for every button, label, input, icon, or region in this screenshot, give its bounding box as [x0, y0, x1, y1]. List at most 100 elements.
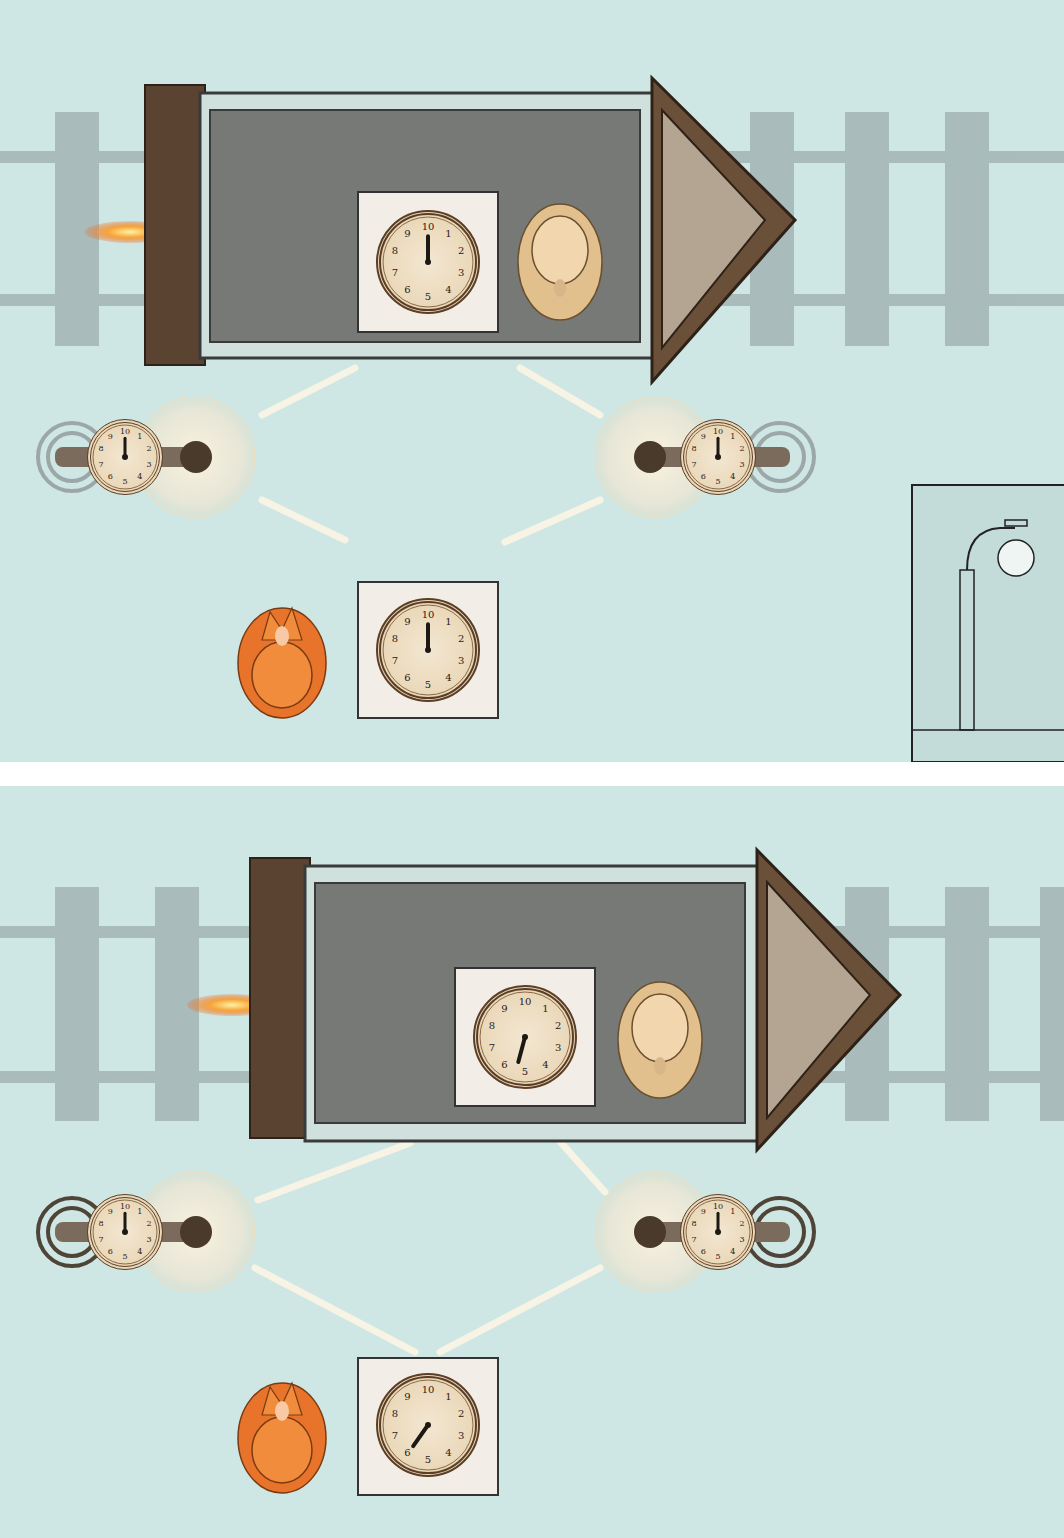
clock-pivot [122, 1229, 128, 1235]
train-floor [210, 110, 640, 342]
clock-pivot [715, 454, 721, 460]
clock-numeral: 5 [522, 1067, 528, 1077]
clock-numeral: 2 [739, 445, 744, 453]
light-beams [255, 1108, 605, 1352]
train-frame [200, 93, 655, 358]
light-beam [505, 500, 600, 542]
train-nose [652, 78, 795, 382]
observer-head [252, 642, 312, 708]
train [85, 78, 795, 382]
clock-face: 10123456789 [376, 1373, 480, 1477]
clock-numeral: 9 [701, 433, 706, 441]
clock-pivot [522, 1034, 528, 1040]
observer-shoulders [238, 1383, 326, 1493]
observer-shoulders [238, 608, 326, 718]
clock-numeral: 4 [445, 673, 451, 683]
clock-numeral: 9 [108, 1208, 113, 1216]
clock-numeral: 10 [713, 428, 723, 436]
clock-numeral: 5 [425, 292, 431, 302]
clock-numeral: 9 [404, 229, 410, 239]
clock-numeral: 3 [458, 268, 464, 278]
clock-numeral: 5 [122, 1253, 127, 1261]
clock-numeral: 8 [99, 1220, 104, 1228]
passenger-nose [554, 279, 566, 297]
clock-numeral: 7 [489, 1043, 495, 1053]
sleeper [945, 887, 989, 1121]
clock-numeral: 7 [392, 268, 398, 278]
clock-numeral: 2 [739, 1220, 744, 1228]
clock-hand [426, 624, 430, 650]
clock-rim [93, 425, 157, 489]
clock-numeral: 3 [146, 461, 151, 469]
passenger [518, 204, 602, 320]
clock-face: 10123456789 [376, 598, 480, 702]
clock-numeral: 4 [137, 1248, 142, 1256]
clock-rim [480, 992, 570, 1082]
clock-numeral: 9 [108, 433, 113, 441]
clock-numeral: 8 [692, 445, 697, 453]
mount-knob [180, 441, 212, 473]
clock-numeral: 6 [701, 1248, 706, 1256]
clock-numeral: 9 [404, 1392, 410, 1402]
sleeper [945, 112, 989, 346]
clock-numeral: 9 [701, 1208, 706, 1216]
clock-plate [455, 968, 595, 1106]
train-nose-face [767, 882, 870, 1118]
clock-face: 10123456789 [473, 985, 577, 1089]
inset-lamp [912, 485, 1064, 762]
clock-rim [383, 217, 473, 307]
clock-numeral: 2 [458, 246, 464, 256]
light-beam [262, 368, 355, 415]
clock-plate [358, 192, 498, 332]
clock-numeral: 10 [519, 997, 532, 1007]
clock-numeral: 2 [146, 1220, 151, 1228]
ground [0, 786, 1064, 1538]
clock-face: 10123456789 [680, 1194, 756, 1270]
clock-face: 10123456789 [87, 1194, 163, 1270]
clock-rim [383, 1380, 473, 1470]
clock-numeral: 2 [458, 634, 464, 644]
clock-rim [383, 605, 473, 695]
clock-numeral: 1 [445, 1392, 451, 1402]
clock-hand [518, 1037, 525, 1062]
clock-face: 10123456789 [87, 419, 163, 495]
clock-numeral: 1 [445, 229, 451, 239]
train [187, 850, 900, 1150]
passenger-shoulders [618, 982, 702, 1098]
clock-numeral: 6 [404, 673, 410, 683]
clock-numeral: 3 [458, 656, 464, 666]
light-beam [520, 368, 600, 415]
clock-numeral: 8 [692, 1220, 697, 1228]
clock-numeral: 6 [404, 1448, 410, 1458]
light-beam [258, 1143, 410, 1200]
clock-numeral: 4 [730, 473, 735, 481]
clock-numeral: 3 [739, 1236, 744, 1244]
clock-numeral: 1 [445, 617, 451, 627]
light-beam [255, 1268, 415, 1352]
clock-numeral: 10 [713, 1203, 723, 1211]
sleeper [1040, 887, 1064, 1121]
clock-numeral: 10 [120, 1203, 130, 1211]
ground [0, 0, 1064, 762]
mirror-left [38, 397, 255, 517]
panel-gap [0, 762, 1064, 786]
clock-numeral: 4 [542, 1060, 548, 1070]
clock-numeral: 1 [730, 433, 735, 441]
clock-numeral: 1 [137, 433, 142, 441]
clock-numeral: 6 [404, 285, 410, 295]
clock-plate [358, 582, 498, 718]
mirror-left [38, 1172, 255, 1292]
clock-numeral: 4 [445, 1448, 451, 1458]
passenger-nose [654, 1057, 666, 1075]
sleeper [55, 887, 99, 1121]
clock-numeral: 7 [392, 1431, 398, 1441]
train-floor [315, 883, 745, 1123]
light-beam [262, 500, 345, 540]
lamp-cap [1005, 520, 1027, 526]
clock-pivot [425, 1422, 431, 1428]
clock-numeral: 6 [108, 1248, 113, 1256]
mount-knob [634, 1216, 666, 1248]
clock-numeral: 10 [120, 428, 130, 436]
clock-numeral: 9 [404, 617, 410, 627]
